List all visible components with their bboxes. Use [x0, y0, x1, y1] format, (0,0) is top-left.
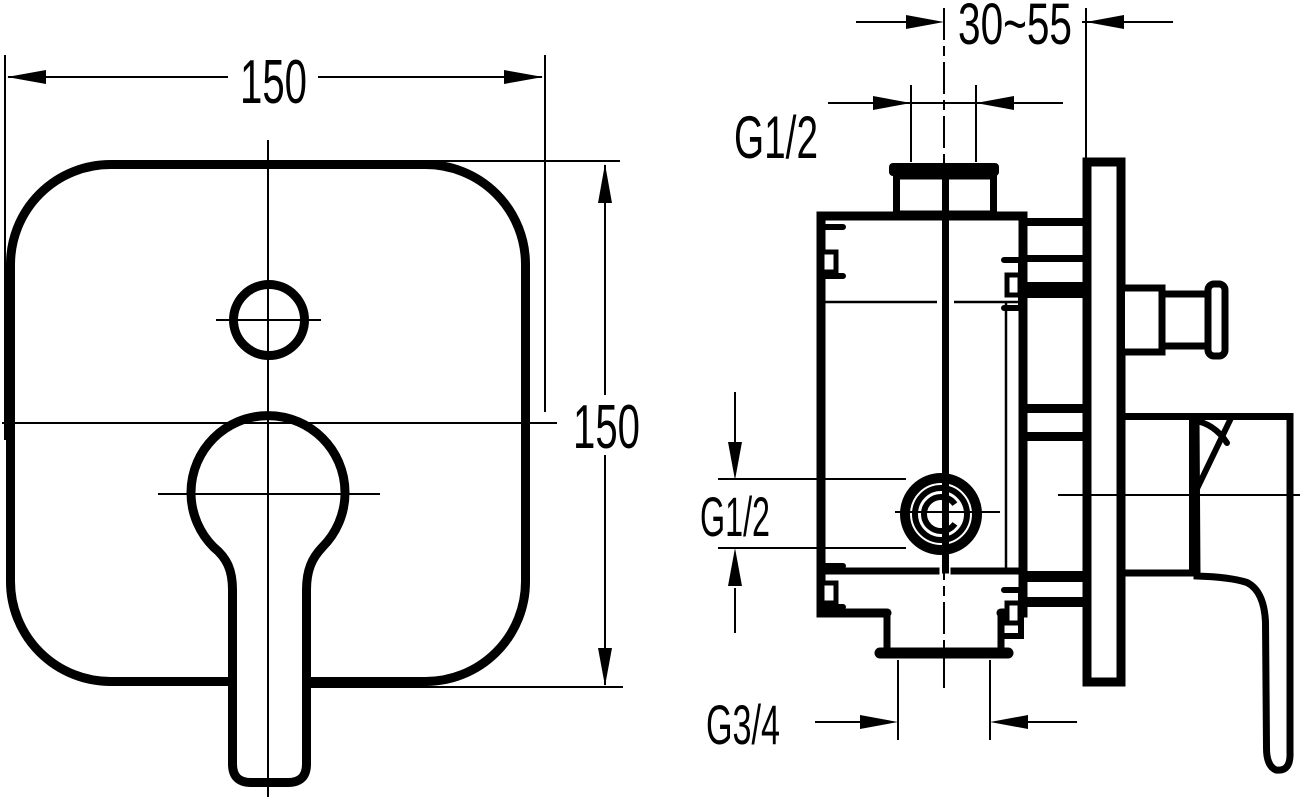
side-port-thread-label: G1/2: [700, 485, 770, 548]
valve-body: [816, 211, 1028, 618]
front-width-value: 150: [240, 48, 307, 117]
arrowhead-right-point: [906, 15, 944, 29]
mount-bar: [1027, 282, 1083, 298]
dim-bottom-outlet: G3/4: [706, 660, 1077, 756]
diverter-knob-cap: [1204, 280, 1229, 360]
front-view: [2, 140, 557, 797]
diverter-knob-neck: [1158, 290, 1210, 350]
side-view: [816, 8, 1300, 774]
stem-sleeve-bottom: [1027, 432, 1083, 441]
arrowhead-up-point: [728, 548, 742, 586]
front-height-value: 150: [573, 393, 640, 462]
side-port-thread-arc: [921, 494, 958, 534]
bottom-outlet-thread-label: G3/4: [706, 693, 780, 756]
arrowhead-left-point: [1086, 15, 1124, 29]
side-port-outer-ring: [900, 473, 982, 555]
extension-lines: [910, 85, 977, 162]
arrowhead-left-point: [976, 96, 1014, 110]
side-lever-handle: [1192, 413, 1294, 774]
dim-top-inlet: G1/2: [734, 85, 1063, 171]
arrowhead-left: [7, 70, 46, 84]
arrowhead-up: [598, 164, 612, 203]
clip-notch: [819, 580, 839, 606]
arrowhead-right: [504, 70, 543, 84]
top-inlet-thread-label: G1/2: [734, 104, 818, 171]
depth-range-value: 30~55: [958, 0, 1072, 57]
dim-depth-range: 30~55: [856, 0, 1173, 158]
top-inlet-flange: [889, 163, 999, 176]
arrowhead-right-point: [860, 715, 898, 729]
dim-side-port: G1/2: [700, 392, 906, 633]
lever-slant-line: [1191, 413, 1235, 498]
diverter-knob-base: [1121, 284, 1166, 356]
arrowhead-left-point: [990, 715, 1028, 729]
bottom-outlet-port: [883, 609, 1005, 653]
extension-lines: [718, 478, 906, 549]
clip-notch: [819, 249, 839, 275]
side-port-inner-ring: [912, 485, 970, 543]
clip-notch: [1004, 272, 1023, 298]
arrowhead-down: [598, 648, 612, 686]
mount-bar: [1027, 255, 1083, 262]
mount-bar: [1027, 218, 1083, 226]
clip-notch: [1004, 600, 1023, 626]
arrowhead-right-point: [873, 96, 911, 110]
dim-front-width: 150: [4, 48, 546, 440]
dim-front-height: 150: [310, 160, 640, 688]
wall-plate-side: [1082, 157, 1126, 687]
mount-bar: [1027, 597, 1083, 607]
lever-dome-arc: [1190, 417, 1230, 446]
extension-lines: [897, 660, 991, 740]
arrowhead-down-point: [728, 442, 742, 480]
stem-sleeve-top: [1027, 404, 1083, 413]
mount-bar: [1027, 571, 1083, 582]
